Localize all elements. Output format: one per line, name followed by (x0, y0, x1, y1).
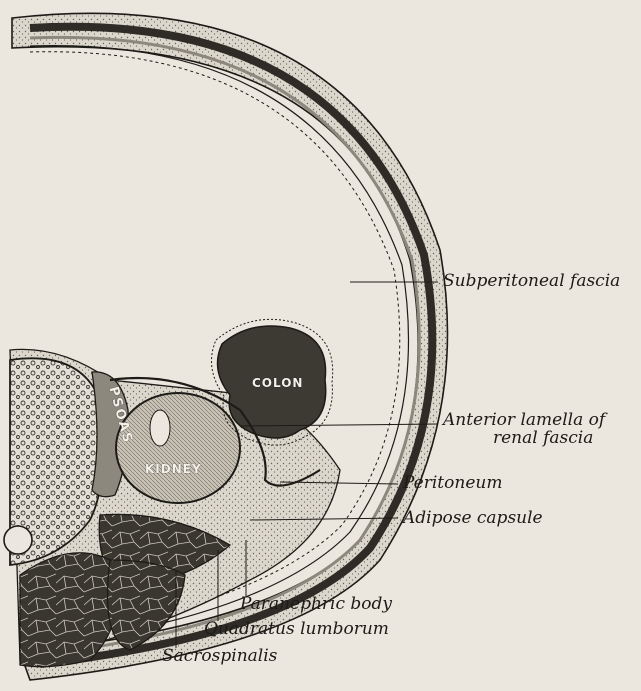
colon-label: COLON (252, 376, 303, 390)
label-quadratus-lumborum: Quadratus lumborum (204, 620, 389, 639)
kidney-label: KIDNEY (145, 462, 202, 476)
kidney (116, 393, 240, 503)
label-adipose-capsule: Adipose capsule (403, 509, 543, 528)
kidney-hilum (150, 410, 170, 446)
label-peritoneum: Peritoneum (403, 474, 502, 493)
label-sacrospinalis: Sacrospinalis (162, 647, 277, 666)
label-subperitoneal-fascia: Subperitoneal fascia (443, 272, 620, 291)
label-paranephric-body: Paranephric body (240, 595, 392, 614)
spinal-canal (4, 526, 32, 554)
label-anterior-lamella-2: renal fascia (493, 429, 593, 448)
